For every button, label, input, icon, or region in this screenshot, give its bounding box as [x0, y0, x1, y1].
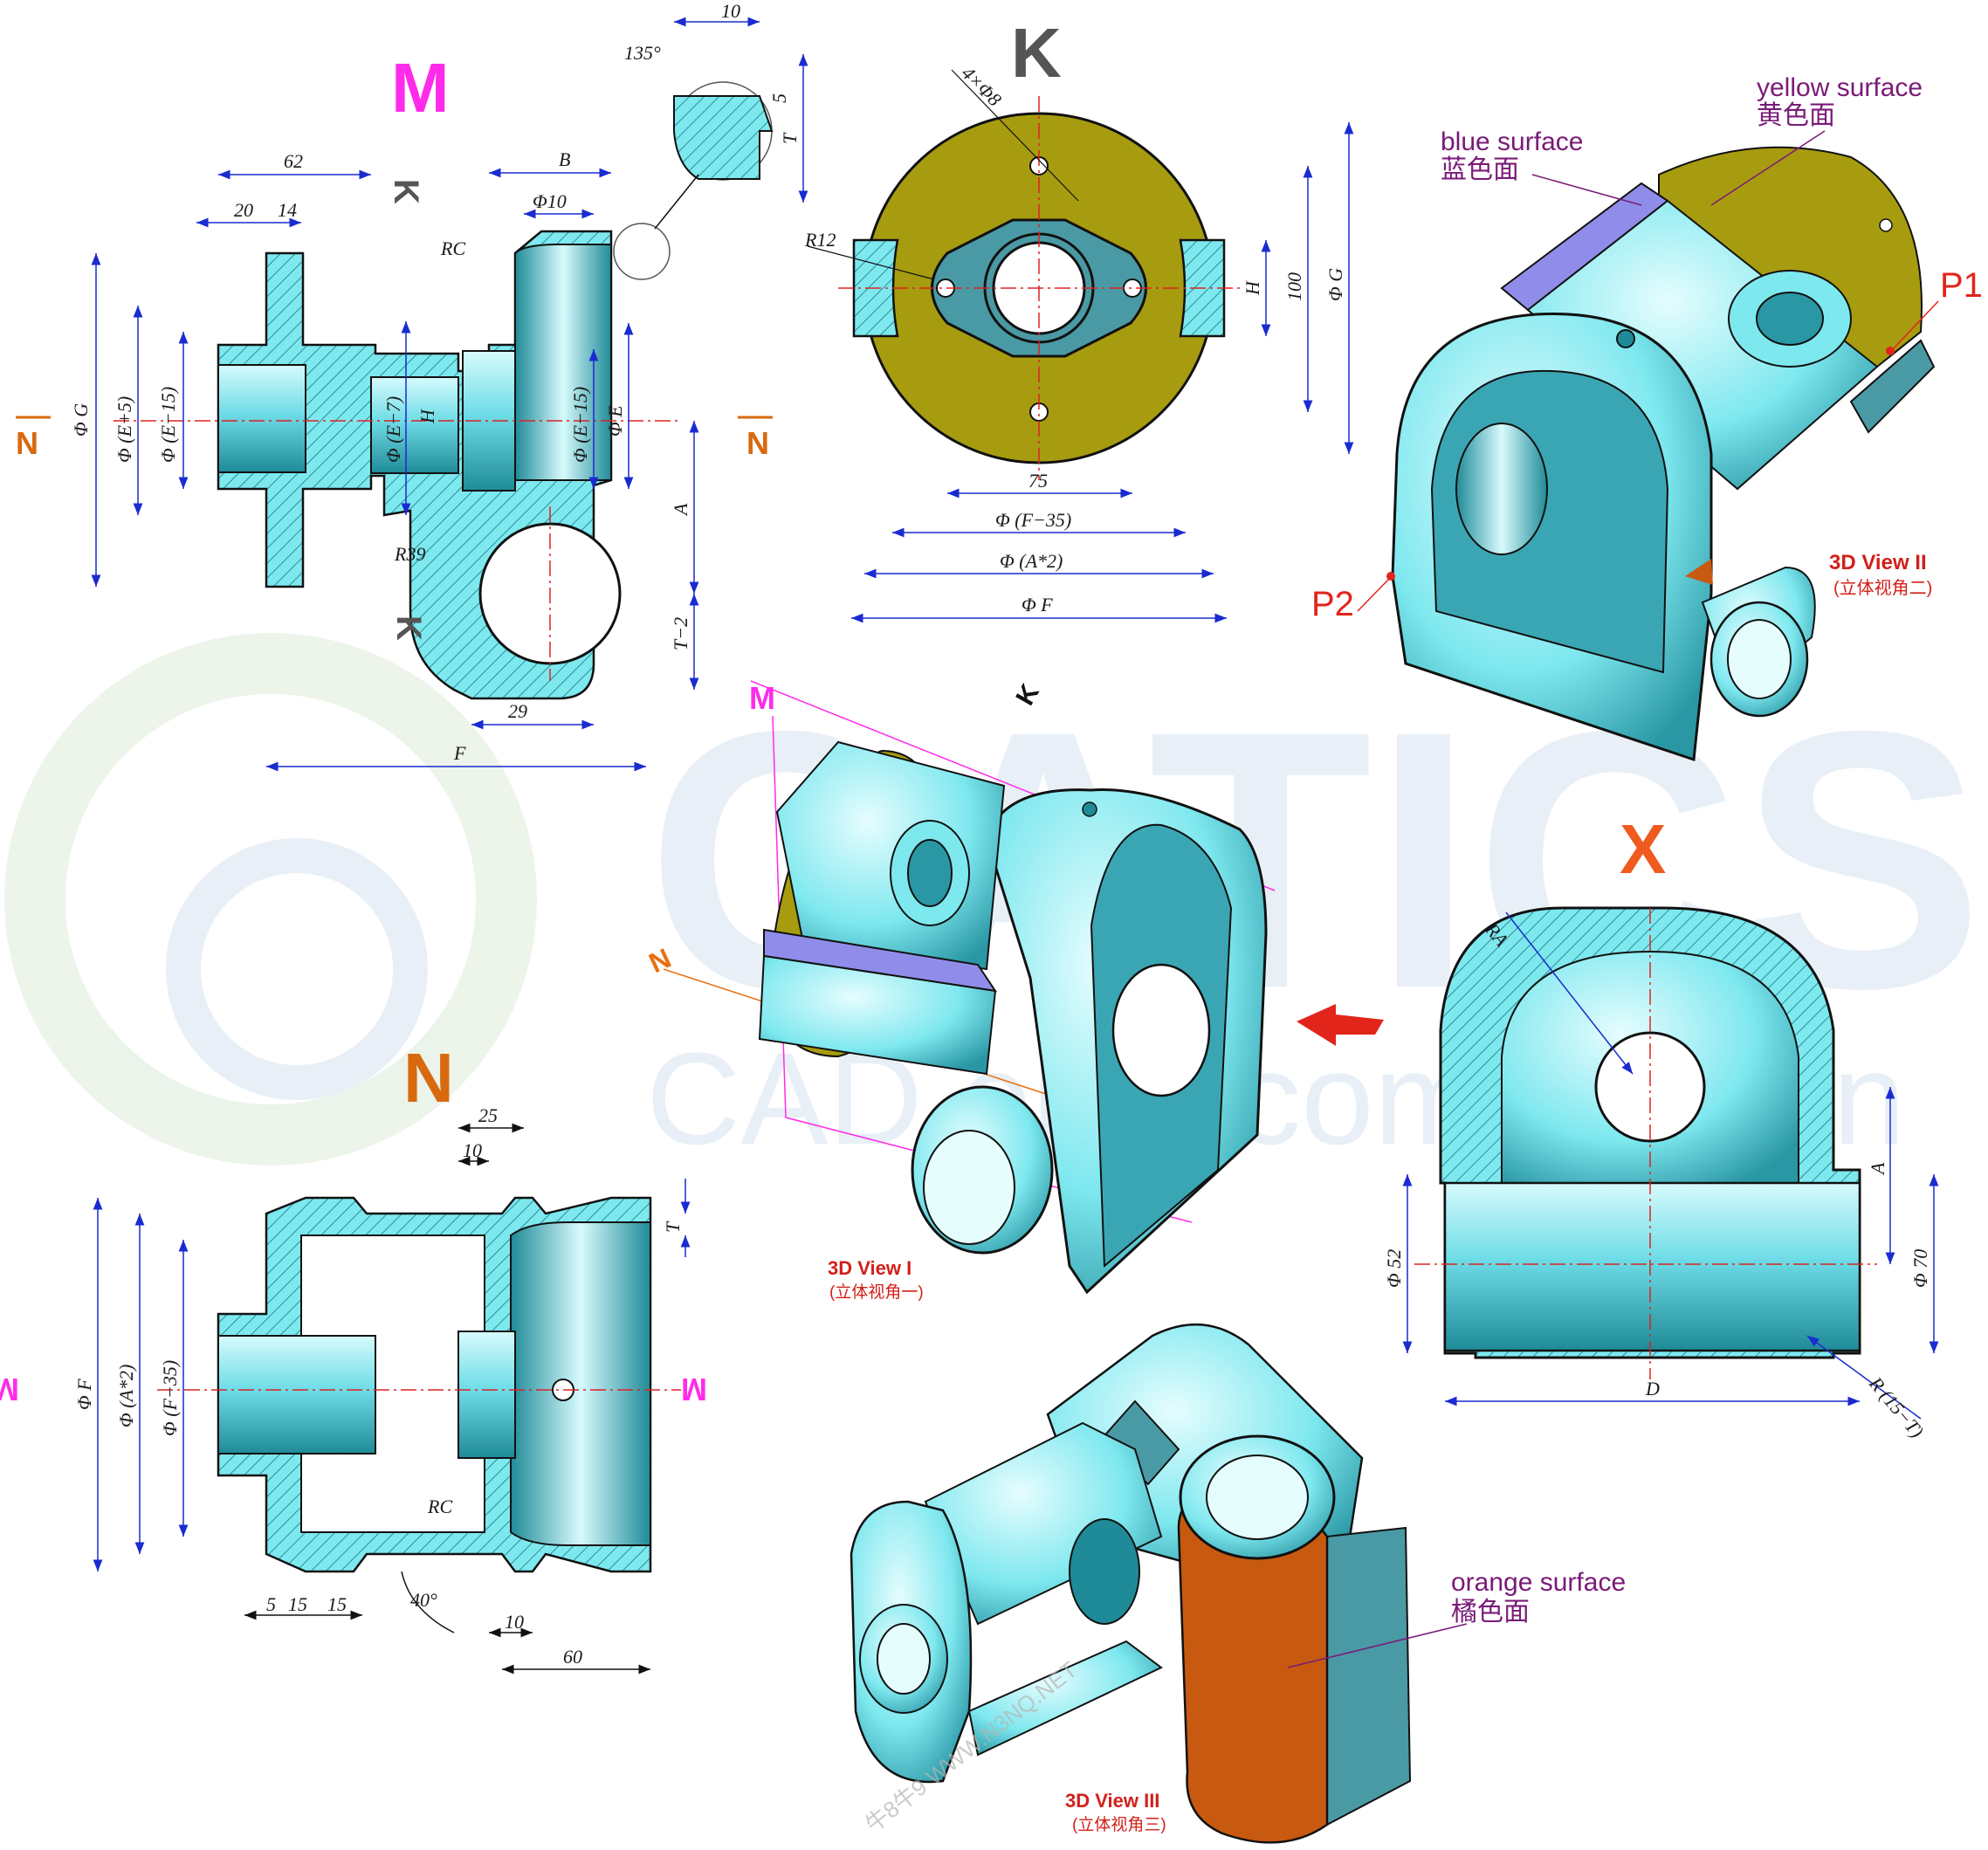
dim-x-D: D	[1645, 1378, 1660, 1400]
label-yellow-zh: 黄色面	[1757, 101, 1835, 130]
dim-m-phiE7: Φ (E−7)	[382, 396, 404, 463]
dim-n-phiF: Φ F	[73, 1379, 95, 1410]
dim-m-14: 14	[278, 199, 297, 221]
section-mark-n-right: N	[746, 425, 769, 461]
view-m-channel	[514, 244, 612, 481]
dim-m-10-top: 10	[721, 0, 740, 22]
dim-m-T2: T−2	[670, 617, 691, 650]
dim-n-25: 25	[478, 1104, 498, 1126]
view1-side-bore	[1111, 963, 1211, 1097]
dim-n-RC: RC	[427, 1496, 452, 1517]
view-3d-ii: yellow surface 黄色面 blue surface 蓝色面 P1 P…	[1311, 73, 1983, 762]
label-orange-en: orange surface	[1451, 1568, 1626, 1597]
dim-m-29: 29	[508, 700, 527, 722]
view1-top-frame	[775, 740, 1006, 971]
dim-m-phiE: Φ E	[604, 405, 626, 437]
view-k-dimensions	[851, 122, 1354, 623]
view-m-letter: M	[391, 49, 450, 127]
view2-yellow-face	[1658, 146, 1923, 368]
dim-m-phiE5: Φ (E+5)	[114, 396, 135, 463]
dim-m-B: B	[559, 148, 570, 170]
dim-n-60: 60	[563, 1646, 582, 1668]
view-k: K 4×Φ8 R12 H 100 Φ G	[804, 14, 1354, 623]
dim-n-phiA2: Φ (A*2)	[115, 1365, 137, 1427]
dim-m-R39: R39	[394, 543, 425, 565]
dim-m-phiE15a: Φ (E−15)	[157, 387, 179, 463]
dim-m-phi10: Φ10	[533, 190, 567, 212]
direction-arrow-x	[1297, 1004, 1384, 1046]
dim-m-135: 135°	[624, 42, 661, 64]
label-p2: P2	[1311, 585, 1354, 623]
dim-x-phi52: Φ 52	[1383, 1249, 1405, 1288]
dim-x-R15T: R (15−T)	[1865, 1372, 1929, 1441]
view-3d-iii: orange surface 橘色面 3D View III (立体视角三) 牛…	[850, 1323, 1626, 1844]
section-mark-k-bottom: K	[389, 616, 428, 641]
dim-m-F: F	[453, 742, 466, 764]
view-n-letter: N	[403, 1039, 454, 1117]
dim-m-phiE15b: Φ (E−15)	[569, 387, 591, 463]
dim-k-phiF35: Φ (F−35)	[995, 509, 1071, 531]
label-view2-zh: (立体视角二)	[1833, 578, 1932, 598]
dim-x-phi70: Φ 70	[1909, 1249, 1931, 1288]
label-view1-en: 3D View I	[828, 1257, 911, 1279]
view-x-letter: X	[1620, 810, 1666, 888]
dim-n-phiF35: Φ (F−35)	[159, 1360, 181, 1436]
dim-m-A: A	[670, 503, 691, 517]
view2-left-bore	[1455, 423, 1548, 555]
view-3d-i: M K N 3D View I (立体视角一)	[644, 679, 1384, 1302]
section-mark-k-top: K	[387, 179, 425, 204]
dim-k-phiA2: Φ (A*2)	[1000, 550, 1063, 572]
dim-k-hole: 4×Φ8	[957, 62, 1006, 111]
label-blue-zh: 蓝色面	[1441, 155, 1519, 184]
view-m-dimensions	[91, 17, 808, 772]
view-m-bore-left	[217, 364, 306, 473]
label-orange-zh: 橘色面	[1451, 1598, 1530, 1626]
label-view1-zh: (立体视角一)	[829, 1283, 924, 1302]
dim-m-phiG: Φ G	[70, 403, 92, 437]
label-view3-en: 3D View III	[1065, 1790, 1159, 1812]
dim-n-T: T	[662, 1221, 684, 1233]
view-x-center-hole	[1594, 1031, 1706, 1143]
view3-side-block	[1326, 1526, 1412, 1826]
label-view3-zh: (立体视角三)	[1072, 1815, 1166, 1834]
view-n-bore	[217, 1335, 376, 1455]
dim-n-15a: 15	[288, 1593, 307, 1615]
view-x: X RA A Φ 52 Φ 70 D R (15−T)	[1383, 810, 1939, 1442]
view-k-letter: K	[1011, 14, 1062, 92]
section-mark-m-right: M	[681, 1372, 707, 1407]
view-x-dimensions	[1402, 911, 1939, 1420]
dim-x-A: A	[1867, 1162, 1888, 1176]
view-m-bore-mid	[370, 376, 459, 474]
dim-n-10b: 10	[505, 1611, 524, 1633]
dim-m-T: T	[779, 132, 801, 144]
dim-m-20: 20	[234, 199, 253, 221]
dim-m-5: 5	[768, 93, 790, 103]
dim-n-5: 5	[266, 1593, 276, 1615]
view-m: M	[16, 0, 808, 772]
dim-m-H: H	[416, 409, 438, 424]
dim-m-62: 62	[284, 150, 303, 172]
dim-n-10: 10	[463, 1139, 482, 1161]
dim-n-40: 40°	[410, 1589, 437, 1611]
dim-m-RC: RC	[440, 237, 465, 259]
dim-k-phiG: Φ G	[1324, 268, 1346, 301]
label-blue-en: blue surface	[1441, 127, 1583, 156]
dim-k-100: 100	[1283, 272, 1305, 301]
view-x-cross-tube	[1443, 1181, 1861, 1352]
label-view2-en: 3D View II	[1829, 551, 1927, 574]
view-n-dimensions	[93, 1179, 691, 1571]
view-n-right-chamber	[510, 1221, 651, 1546]
view3-lower-arm	[967, 1640, 1163, 1757]
dim-k-R12: R12	[804, 229, 836, 251]
label-p1: P1	[1940, 266, 1983, 305]
view-n: N 25 10 T Φ F Φ (A*2) Φ (F−	[0, 1039, 707, 1675]
dim-k-75: 75	[1028, 470, 1048, 492]
section-mark-m-left: M	[0, 1372, 19, 1407]
dim-n-15b: 15	[327, 1593, 347, 1615]
label-yellow-en: yellow surface	[1757, 73, 1923, 102]
section-mark-n-left: N	[16, 425, 38, 461]
dim-k-phiF: Φ F	[1022, 594, 1053, 616]
dim-k-H: H	[1242, 280, 1263, 296]
